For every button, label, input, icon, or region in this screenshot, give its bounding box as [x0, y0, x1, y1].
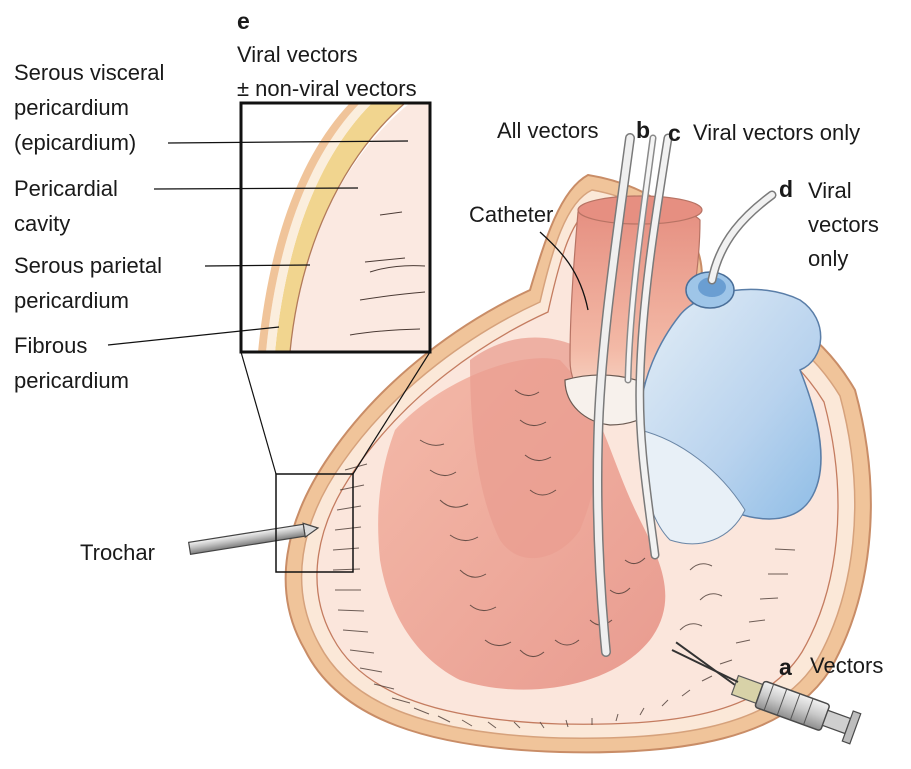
label-visceral-3: (epicardium) [14, 130, 136, 156]
label-fibrous-2: pericardium [14, 368, 129, 394]
label-visceral-2: pericardium [14, 95, 129, 121]
label-parietal-2: pericardium [14, 288, 129, 314]
label-d-line3: only [808, 246, 848, 272]
label-d-line2: vectors [808, 212, 879, 238]
panel-e-line1: Viral vectors [237, 42, 358, 68]
catheter-d [712, 195, 772, 280]
label-parietal-1: Serous parietal [14, 253, 162, 279]
label-visceral-1: Serous visceral [14, 60, 164, 86]
label-fibrous-1: Fibrous [14, 333, 87, 359]
label-d-line1: Viral [808, 178, 852, 204]
label-c: c [668, 120, 681, 146]
label-trochar: Trochar [80, 540, 155, 566]
label-all-vectors: All vectors [497, 118, 598, 144]
inset-detail [241, 103, 430, 352]
label-a: a [779, 654, 792, 680]
panel-e-letter: e [237, 8, 250, 34]
label-b: b [636, 117, 650, 143]
label-cavity-2: cavity [14, 211, 70, 237]
label-a-text: Vectors [810, 653, 883, 679]
label-cavity-1: Pericardial [14, 176, 118, 202]
label-d: d [779, 176, 793, 202]
label-catheter: Catheter [469, 202, 553, 228]
panel-e-line2: ± non-viral vectors [237, 76, 417, 102]
label-c-text: Viral vectors only [693, 120, 860, 146]
